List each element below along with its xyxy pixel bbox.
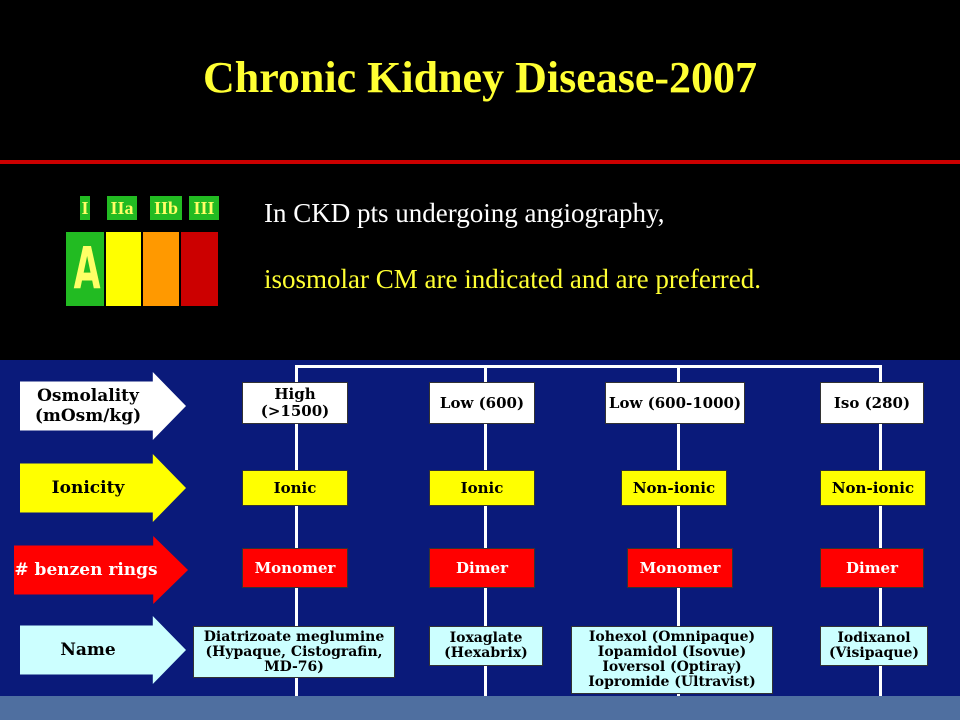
ionicity-box-4: Non-ionic (820, 470, 926, 506)
class-label-iii: III (189, 196, 219, 220)
page-title: Chronic Kidney Disease-2007 (202, 53, 758, 102)
connector-col-3 (677, 365, 680, 720)
osmolality-box-2: Low (600) (429, 382, 535, 424)
class-label-i: I (80, 196, 90, 220)
connector-col-4 (879, 365, 882, 720)
name-box-4: Iodixanol (Visipaque) (820, 626, 928, 666)
level-red-block (181, 232, 218, 306)
statement-line-1: In CKD pts undergoing angiography, (264, 198, 665, 228)
ionicity-box-2: Ionic (429, 470, 535, 506)
name-box-3: Iohexol (Omnipaque) Iopamidol (Isovue) I… (571, 626, 773, 694)
connector-col-2 (484, 365, 487, 720)
ionicity-box-3: Non-ionic (621, 470, 727, 506)
osmolality-box-3: Low (600-1000) (605, 382, 745, 424)
bottom-strip (0, 696, 960, 720)
level-green-block (66, 232, 104, 306)
name-box-1: Diatrizoate meglumine (Hypaque, Cistogra… (193, 626, 395, 678)
name-box-2: Ioxaglate (Hexabrix) (429, 626, 543, 666)
statement-line-2: isosmolar CM are indicated and are prefe… (264, 264, 762, 294)
level-orange-block (143, 232, 179, 306)
connector-col-1 (295, 365, 298, 720)
row-label-osmolality: Osmolality (mOsm/kg) (20, 372, 186, 440)
row-label-name: Name (20, 616, 186, 684)
rings-box-2: Dimer (429, 548, 535, 588)
rings-box-1: Monomer (242, 548, 348, 588)
osmolality-box-4: Iso (280) (820, 382, 924, 424)
evidence-level-letter: A (73, 234, 101, 302)
ionicity-box-1: Ionic (242, 470, 348, 506)
row-label-ionicity: Ionicity (20, 454, 186, 522)
class-label-iia: IIa (107, 196, 137, 220)
rings-box-3: Monomer (627, 548, 733, 588)
row-label-rings: # benzen rings (14, 536, 188, 604)
connector-top (295, 365, 881, 368)
contrast-media-diagram: Osmolality (mOsm/kg) Ionicity # benzen r… (0, 360, 960, 720)
class-label-iib: IIb (150, 196, 182, 220)
rings-box-4: Dimer (820, 548, 924, 588)
osmolality-box-1: High (>1500) (242, 382, 348, 424)
level-yellow-block (106, 232, 141, 306)
title-divider (0, 160, 960, 164)
